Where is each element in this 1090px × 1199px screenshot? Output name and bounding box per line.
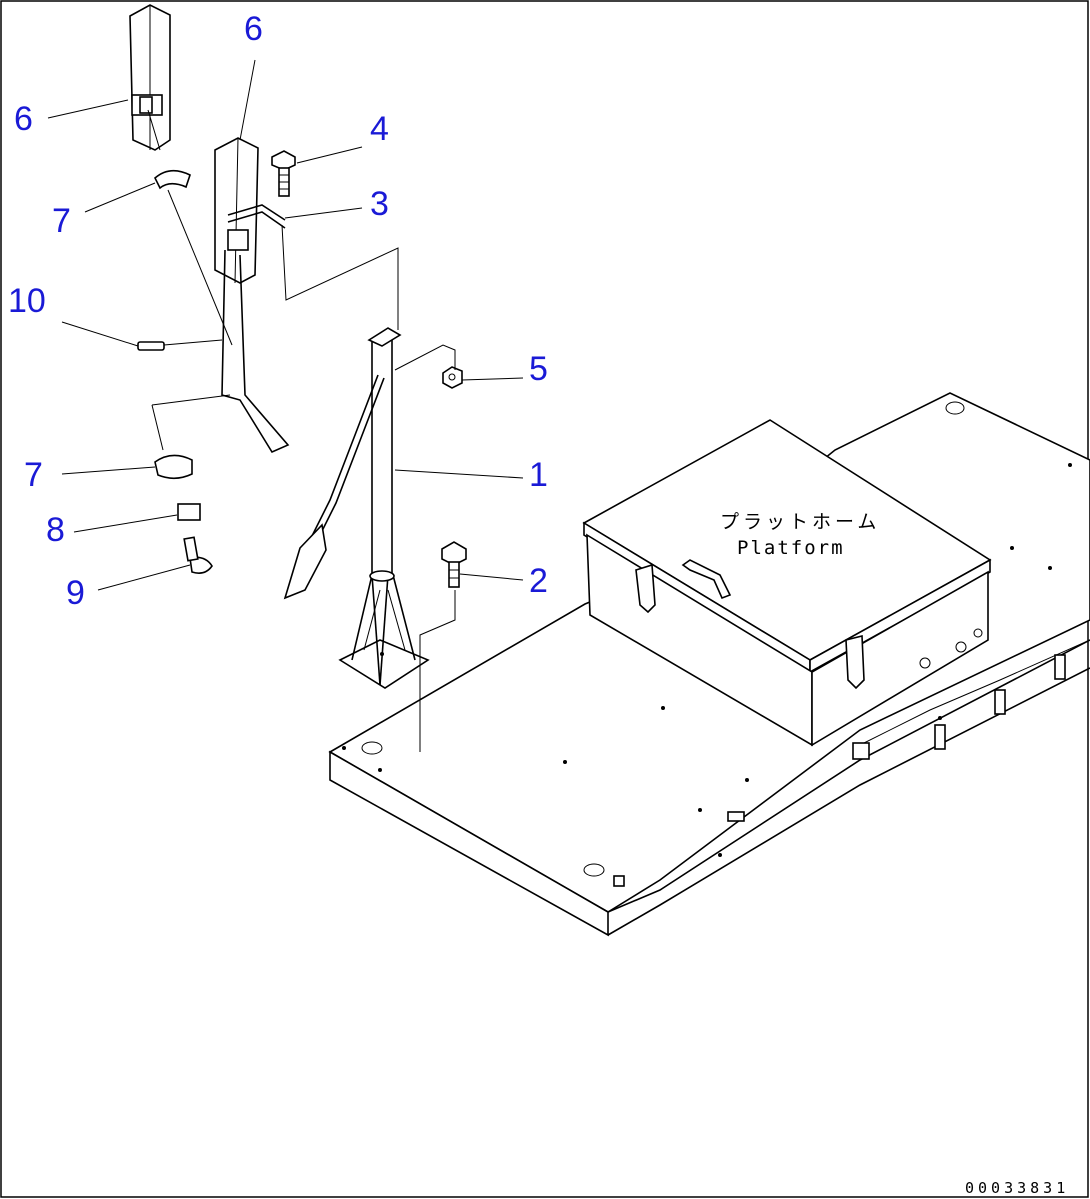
mirror-upper-right (214, 137, 290, 454)
nut-part-5 (442, 366, 463, 389)
document-id: 00033831 (965, 1179, 1069, 1197)
callout-10: 10 (8, 282, 46, 320)
callout-7a: 7 (52, 202, 71, 240)
bolt-part-4 (271, 150, 296, 197)
callout-1: 1 (529, 456, 548, 494)
callout-8: 8 (46, 511, 65, 549)
callout-6a: 6 (244, 10, 263, 48)
callout-leaders (47, 59, 524, 591)
callout-7b: 7 (24, 456, 43, 494)
assembly-lines (147, 109, 456, 752)
storage-box (582, 419, 992, 747)
clamp-upper-part-7 (154, 169, 191, 190)
callout-2: 2 (529, 562, 548, 600)
callout-9: 9 (66, 574, 85, 612)
plate-part-8 (177, 503, 201, 521)
bolt-part-2 (441, 541, 467, 588)
screw-part-9 (183, 536, 213, 574)
callout-4: 4 (370, 110, 389, 148)
mirror-upper-left (129, 4, 171, 151)
platform-label-jp: プラットホーム (720, 511, 880, 533)
platform-label-en: Platform (737, 537, 845, 559)
mirror-post (283, 327, 430, 689)
callout-6b: 6 (14, 100, 33, 138)
callout-3: 3 (370, 185, 389, 223)
pin-part-10 (137, 341, 165, 351)
callout-5: 5 (529, 350, 548, 388)
clamp-lower-part-7 (154, 454, 193, 480)
